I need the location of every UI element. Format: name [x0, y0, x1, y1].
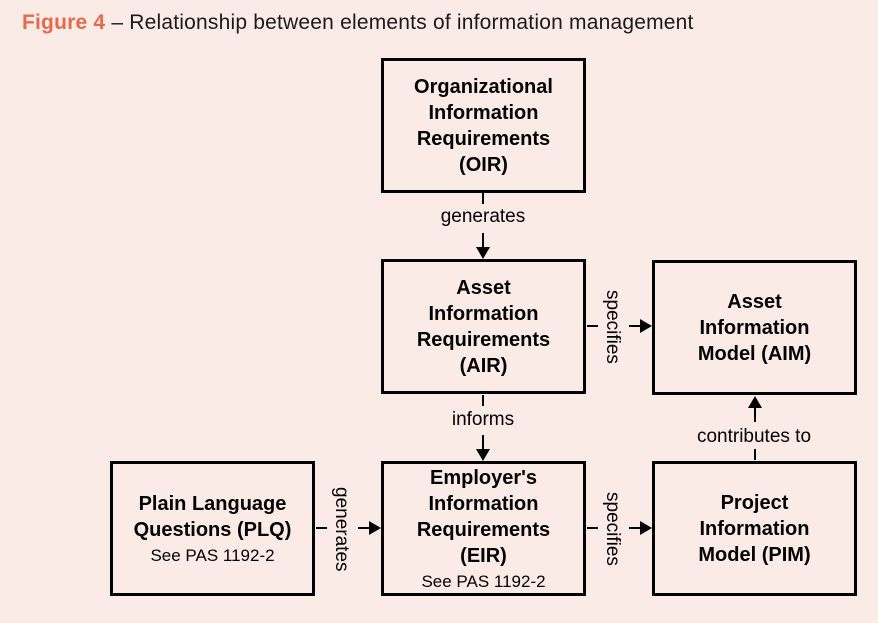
arrowhead-up-icon — [748, 396, 762, 408]
arrowhead-down-icon — [476, 247, 490, 259]
box-air: Asset Information Requirements (AIR) — [381, 259, 586, 394]
box-label-line: Asset — [727, 290, 782, 313]
box-label-line: Model (PIM) — [698, 543, 811, 566]
box-note: See PAS 1192-2 — [421, 572, 546, 591]
edge-pim-aim-label: contributes to — [696, 426, 812, 447]
box-label-line: Information — [428, 101, 539, 124]
edge-eir-pim-line — [629, 527, 642, 529]
box-label-line: Information — [428, 302, 539, 325]
box-aim: Asset Information Model (AIM) — [652, 260, 857, 395]
figure-title: – Relationship between elements of infor… — [111, 11, 694, 34]
box-eir: Employer's Information Requirements (EIR… — [381, 461, 586, 596]
box-label-line: Project — [720, 491, 789, 514]
box-label-line: Requirements — [416, 127, 551, 150]
figure-number: Figure 4 — [22, 11, 106, 34]
box-pim: Project Information Model (PIM) — [652, 461, 857, 596]
edge-air-aim-line — [629, 325, 642, 327]
box-label-line: Organizational — [414, 75, 553, 98]
box-label-line: Employer's — [429, 467, 538, 489]
arrowhead-right-icon — [640, 319, 652, 333]
arrowhead-down-icon — [476, 449, 490, 461]
edge-air-eir-label: informs — [451, 409, 515, 430]
edge-air-eir-line — [482, 395, 484, 406]
edge-pim-aim-line — [754, 406, 756, 422]
box-oir: Organizational Information Requirements … — [381, 58, 586, 193]
box-label-line: Information — [428, 493, 539, 515]
box-label-line: Plain Language — [138, 493, 287, 515]
edge-oir-air-line — [482, 233, 484, 249]
arrowhead-right-icon — [640, 521, 652, 535]
edge-oir-air-label: generates — [440, 206, 526, 227]
edge-air-aim-label: specifies — [602, 290, 623, 364]
edge-oir-air-line — [482, 193, 484, 204]
edge-plq-eir-line — [358, 527, 370, 529]
edge-air-aim-line — [587, 325, 598, 327]
edge-eir-pim-line — [587, 527, 598, 529]
edge-eir-pim-label: specifies — [602, 492, 623, 566]
figure-caption: Figure 4 – Relationship between elements… — [22, 11, 694, 35]
box-plq: Plain Language Questions (PLQ) See PAS 1… — [110, 461, 315, 596]
edge-air-eir-line — [482, 435, 484, 450]
edge-plq-eir-line — [316, 527, 327, 529]
box-label-line: Questions (PLQ) — [133, 519, 292, 541]
edge-plq-eir-label: generates — [331, 486, 352, 572]
box-label-line: Requirements — [416, 328, 551, 351]
box-label-line: Model (AIM) — [697, 342, 812, 365]
box-label-line: (AIR) — [459, 354, 508, 377]
box-note: See PAS 1192-2 — [150, 546, 275, 565]
box-label-line: (OIR) — [459, 153, 508, 176]
arrowhead-right-icon — [369, 521, 381, 535]
box-label-line: Information — [699, 316, 810, 339]
edge-pim-aim-line — [754, 449, 756, 460]
box-label-line: Asset — [456, 276, 511, 299]
box-label-line: Requirements — [416, 519, 551, 541]
box-label-line: (EIR) — [460, 545, 507, 567]
box-label-line: Information — [699, 517, 810, 540]
